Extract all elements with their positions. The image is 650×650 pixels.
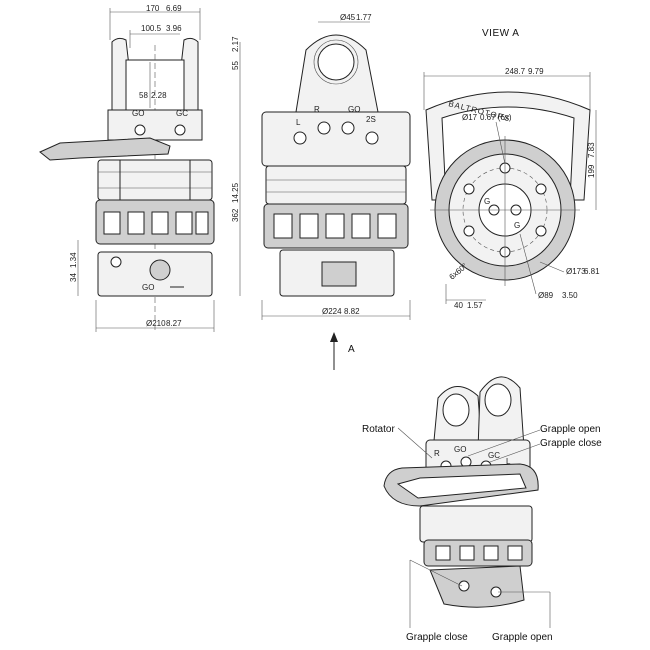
base-fitting bbox=[110, 256, 122, 268]
iso-port-go: GO bbox=[454, 445, 466, 454]
port-gc bbox=[174, 124, 186, 136]
label-grapple-open-bottom: Grapple open bbox=[492, 632, 553, 643]
dim-base-height: 34 bbox=[69, 273, 78, 282]
dim-top-width: 170 bbox=[146, 4, 160, 13]
dim-base-diameter: Ø210 bbox=[146, 319, 166, 328]
dim-hole-height-in: 2.28 bbox=[151, 91, 167, 100]
side-slot-5 bbox=[377, 213, 397, 239]
dim-pcd-in: 6.81 bbox=[584, 267, 600, 276]
housing-slot-4 bbox=[175, 211, 193, 235]
bolt-hole-6 bbox=[463, 183, 475, 195]
housing-slot-1 bbox=[103, 211, 121, 235]
dim-total-height-in: 14.25 bbox=[231, 182, 240, 203]
dim-inner-width-in: 3.96 bbox=[166, 24, 182, 33]
side-port-1 bbox=[293, 131, 307, 145]
iso-upper-housing bbox=[419, 505, 533, 543]
side-port-r: R bbox=[314, 105, 320, 114]
port-g1-label: G bbox=[484, 197, 490, 206]
port-go-label: GO bbox=[132, 109, 144, 118]
side-port-go: GO bbox=[348, 105, 360, 114]
swivel-lever bbox=[39, 137, 171, 161]
side-port-2s: 2S bbox=[366, 115, 376, 124]
iso-view: GO GC R L Rotator Grapple open Grapple c… bbox=[362, 376, 602, 643]
iso-pin-hole-right bbox=[484, 383, 512, 417]
iso-port-r: R bbox=[434, 449, 440, 458]
iso-slot-1 bbox=[435, 545, 451, 561]
housing-slot-5 bbox=[195, 211, 209, 235]
dim-offset-in: 1.57 bbox=[467, 301, 483, 310]
dim-inner-width: 100.5 bbox=[141, 24, 162, 33]
side-slot-4 bbox=[351, 213, 371, 239]
iso-base-port-1 bbox=[458, 580, 470, 592]
dim-base-height-in: 1.34 bbox=[69, 252, 78, 268]
housing-slot-2 bbox=[127, 211, 145, 235]
side-port-2 bbox=[317, 121, 331, 135]
dim-width-in: 9.79 bbox=[528, 67, 544, 76]
side-port-block bbox=[261, 111, 411, 167]
iso-slot-3 bbox=[483, 545, 499, 561]
port-gc-label: GC bbox=[176, 109, 188, 118]
dim-width: 248.7 bbox=[505, 67, 526, 76]
view-a-title: VIEW A bbox=[482, 28, 519, 39]
side-port-4 bbox=[365, 131, 379, 145]
bolt-hole-2 bbox=[535, 183, 547, 195]
pin-hole bbox=[317, 43, 355, 81]
dim-ear-height: 55 bbox=[231, 61, 240, 70]
iso-port-l: L bbox=[506, 457, 511, 466]
dim-base-diameter-in: 8.27 bbox=[166, 319, 182, 328]
side-base-block bbox=[321, 261, 357, 287]
dim-center-diameter: Ø89 bbox=[538, 291, 554, 300]
label-grapple-close-top: Grapple close bbox=[540, 438, 602, 449]
label-grapple-close-bottom: Grapple close bbox=[406, 632, 468, 643]
iso-slot-4 bbox=[507, 545, 523, 561]
label-grapple-open-top: Grapple open bbox=[540, 424, 601, 435]
port-block bbox=[107, 109, 203, 141]
view-a-arrow-label: A bbox=[348, 344, 355, 355]
base-port bbox=[149, 259, 171, 281]
upper-housing bbox=[97, 159, 213, 201]
dim-body-diameter-in: 8.82 bbox=[344, 307, 360, 316]
dim-bolt-hole-in: 0.67 (6x) bbox=[480, 113, 512, 122]
side-slot-1 bbox=[273, 213, 293, 239]
side-port-3 bbox=[341, 121, 355, 135]
iso-base bbox=[429, 565, 525, 608]
iso-port-gc: GC bbox=[488, 451, 500, 460]
dim-pin-diameter-in: 1.77 bbox=[356, 13, 372, 22]
dim-offset: 40 bbox=[454, 301, 463, 310]
housing-slot-3 bbox=[151, 211, 169, 235]
view-a: VIEW A 248.7 9.79 BALTROTORS G G Ø17 0.6… bbox=[423, 28, 600, 310]
bolt-hole-5 bbox=[463, 225, 475, 237]
dim-ear-height-in: 2.17 bbox=[231, 36, 240, 52]
dim-height: 199 bbox=[587, 164, 596, 178]
base-go-label: GO bbox=[142, 283, 154, 292]
bolt-hole-3 bbox=[535, 225, 547, 237]
dim-total-height: 362 bbox=[231, 208, 240, 222]
dim-height-in: 7.83 bbox=[587, 142, 596, 158]
iso-bracket-inner bbox=[396, 473, 527, 499]
side-upper-housing bbox=[265, 165, 407, 205]
side-view: Ø45 1.77 L R GO 2S Ø224 8.82 A bbox=[261, 13, 411, 370]
dim-center-diameter-in: 3.50 bbox=[562, 291, 578, 300]
view-a-arrowhead bbox=[330, 332, 338, 342]
dim-hole-height: 58 bbox=[139, 91, 148, 100]
dim-pcd: Ø173 bbox=[566, 267, 586, 276]
iso-slot-2 bbox=[459, 545, 475, 561]
label-rotator: Rotator bbox=[362, 424, 395, 435]
iso-pin-hole-left bbox=[442, 393, 470, 427]
dim-top-width-in: 6.69 bbox=[166, 4, 182, 13]
dim-bolt-hole: Ø17 bbox=[462, 113, 478, 122]
dim-body-diameter: Ø224 bbox=[322, 307, 342, 316]
side-slot-3 bbox=[325, 213, 345, 239]
side-slot-2 bbox=[299, 213, 319, 239]
port-go bbox=[134, 124, 146, 136]
dim-pin-diameter: Ø45 bbox=[340, 13, 356, 22]
iso-gear-housing bbox=[423, 539, 533, 567]
front-view: 170 6.69 100.5 3.96 58 2.28 GO GC bbox=[39, 4, 241, 332]
port-g2-label: G bbox=[514, 221, 520, 230]
side-port-l: L bbox=[296, 118, 301, 127]
